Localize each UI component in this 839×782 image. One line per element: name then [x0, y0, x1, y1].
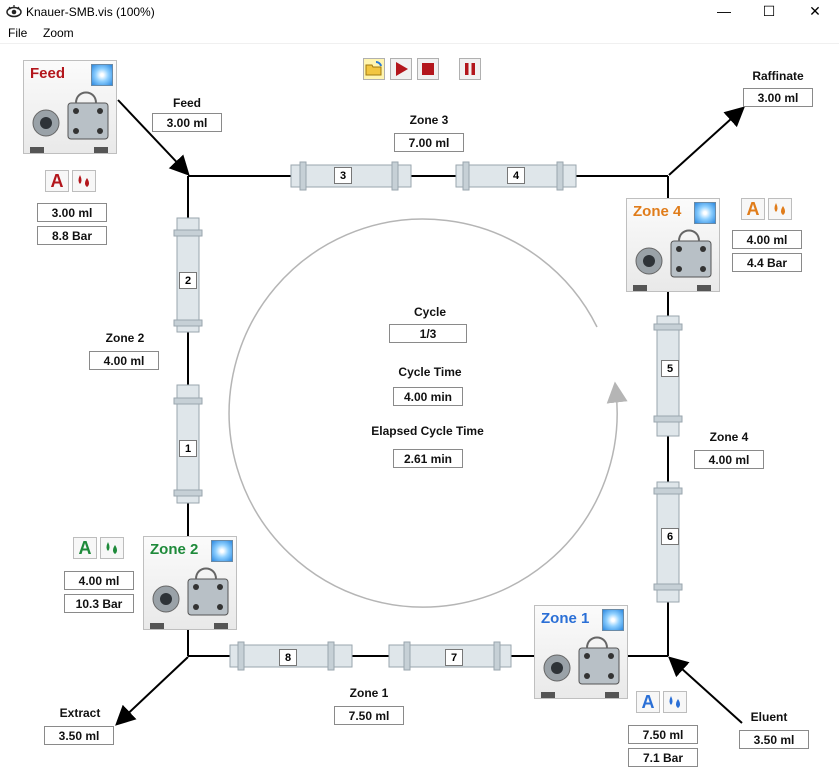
menu-zoom[interactable]: Zoom — [43, 26, 74, 40]
zone1-badge-a[interactable]: A — [636, 691, 660, 713]
stop-button[interactable] — [417, 58, 439, 80]
column-number-5: 5 — [661, 360, 679, 377]
zone2-pump-label: Zone 2 — [150, 541, 199, 558]
column-number-3: 3 — [334, 167, 352, 184]
zone4-drops-button[interactable] — [768, 198, 792, 220]
zone2-pump[interactable]: Zone 2 — [143, 536, 237, 630]
column-number-4: 4 — [507, 167, 525, 184]
stop-icon — [422, 63, 434, 75]
zone2-status-led — [211, 540, 233, 562]
zone1-value: 7.50 ml — [334, 706, 404, 725]
play-icon — [396, 62, 408, 76]
pause-icon — [465, 63, 475, 75]
column-number-1: 1 — [179, 440, 197, 457]
window-title: Knauer-SMB.vis (100%) — [26, 5, 155, 19]
feed-volume: 3.00 ml — [37, 203, 107, 222]
zone1-pump-label: Zone 1 — [541, 610, 590, 627]
zone4-value: 4.00 ml — [694, 450, 764, 469]
pipe-loop — [187, 175, 669, 657]
menu-bar: File Zoom — [0, 23, 839, 44]
pump-icon — [30, 91, 109, 153]
extract-value: 3.50 ml — [44, 726, 114, 745]
feed-flow-label: Feed — [172, 96, 201, 110]
pump-icon — [541, 636, 620, 698]
zone2-label: Zone 2 — [105, 331, 145, 345]
zone2-badge-a[interactable]: A — [73, 537, 97, 559]
raffinate-value: 3.00 ml — [743, 88, 813, 107]
zone1-pump[interactable]: Zone 1 — [534, 605, 628, 699]
zone4-pressure: 4.4 Bar — [732, 253, 802, 272]
drops-icon — [106, 542, 117, 554]
column-number-6: 6 — [661, 528, 679, 545]
pause-button[interactable] — [459, 58, 481, 80]
elapsed-time-label: Elapsed Cycle Time — [371, 424, 484, 438]
column-number-8: 8 — [279, 649, 297, 666]
cycle-value: 1/3 — [389, 324, 467, 343]
minimize-button[interactable]: — — [717, 3, 731, 19]
open-folder-icon — [365, 61, 382, 76]
eluent-arrow — [668, 656, 743, 724]
zone1-status-led — [602, 609, 624, 631]
zone1-pressure: 7.1 Bar — [628, 748, 698, 767]
cycle-time-label: Cycle Time — [398, 365, 462, 379]
pump-icon — [633, 229, 712, 291]
drops-icon — [669, 696, 680, 708]
play-button[interactable] — [390, 58, 412, 80]
feed-arrow — [117, 99, 190, 176]
feed-pump[interactable]: Feed — [23, 60, 117, 154]
zone4-pump-label: Zone 4 — [633, 203, 682, 220]
zone2-pressure: 10.3 Bar — [64, 594, 134, 613]
feed-drops-button[interactable] — [72, 170, 96, 192]
open-button[interactable] — [363, 58, 385, 80]
zone4-status-led — [694, 202, 716, 224]
zone3-label: Zone 3 — [409, 113, 449, 127]
cycle-arc — [228, 218, 628, 608]
zone3-value: 7.00 ml — [394, 133, 464, 152]
app-eye-icon — [6, 5, 22, 18]
feed-pressure: 8.8 Bar — [37, 226, 107, 245]
column-number-2: 2 — [179, 272, 197, 289]
feed-pump-label: Feed — [30, 65, 66, 82]
pump-icon — [150, 567, 229, 629]
feed-flow-value: 3.00 ml — [152, 113, 222, 132]
zone4-label: Zone 4 — [709, 430, 749, 444]
raffinate-arrow — [668, 106, 745, 176]
eluent-value: 3.50 ml — [739, 730, 809, 749]
zone1-label: Zone 1 — [349, 686, 389, 700]
drops-icon — [774, 203, 785, 215]
zone4-badge-a[interactable]: A — [741, 198, 765, 220]
menu-file[interactable]: File — [8, 26, 28, 40]
zone2-volume: 4.00 ml — [64, 571, 134, 590]
zone1-drops-button[interactable] — [663, 691, 687, 713]
zone2-drops-button[interactable] — [100, 537, 124, 559]
cycle-time-value: 4.00 min — [393, 387, 463, 406]
extract-arrow — [115, 656, 189, 726]
raffinate-label: Raffinate — [752, 69, 804, 83]
zone4-volume: 4.00 ml — [732, 230, 802, 249]
cycle-label: Cycle — [413, 305, 447, 319]
column-number-7: 7 — [445, 649, 463, 666]
title-bar: Knauer-SMB.vis (100%) — ☐ ✕ — [0, 0, 839, 23]
zone1-volume: 7.50 ml — [628, 725, 698, 744]
feed-status-led — [91, 64, 113, 86]
extract-label: Extract — [59, 706, 101, 720]
eluent-label: Eluent — [750, 710, 788, 724]
maximize-button[interactable]: ☐ — [762, 3, 776, 19]
close-button[interactable]: ✕ — [809, 3, 821, 19]
elapsed-time-value: 2.61 min — [393, 449, 463, 468]
drops-icon — [78, 175, 89, 187]
zone4-pump[interactable]: Zone 4 — [626, 198, 720, 292]
zone2-value: 4.00 ml — [89, 351, 159, 370]
feed-badge-a[interactable]: A — [45, 170, 69, 192]
